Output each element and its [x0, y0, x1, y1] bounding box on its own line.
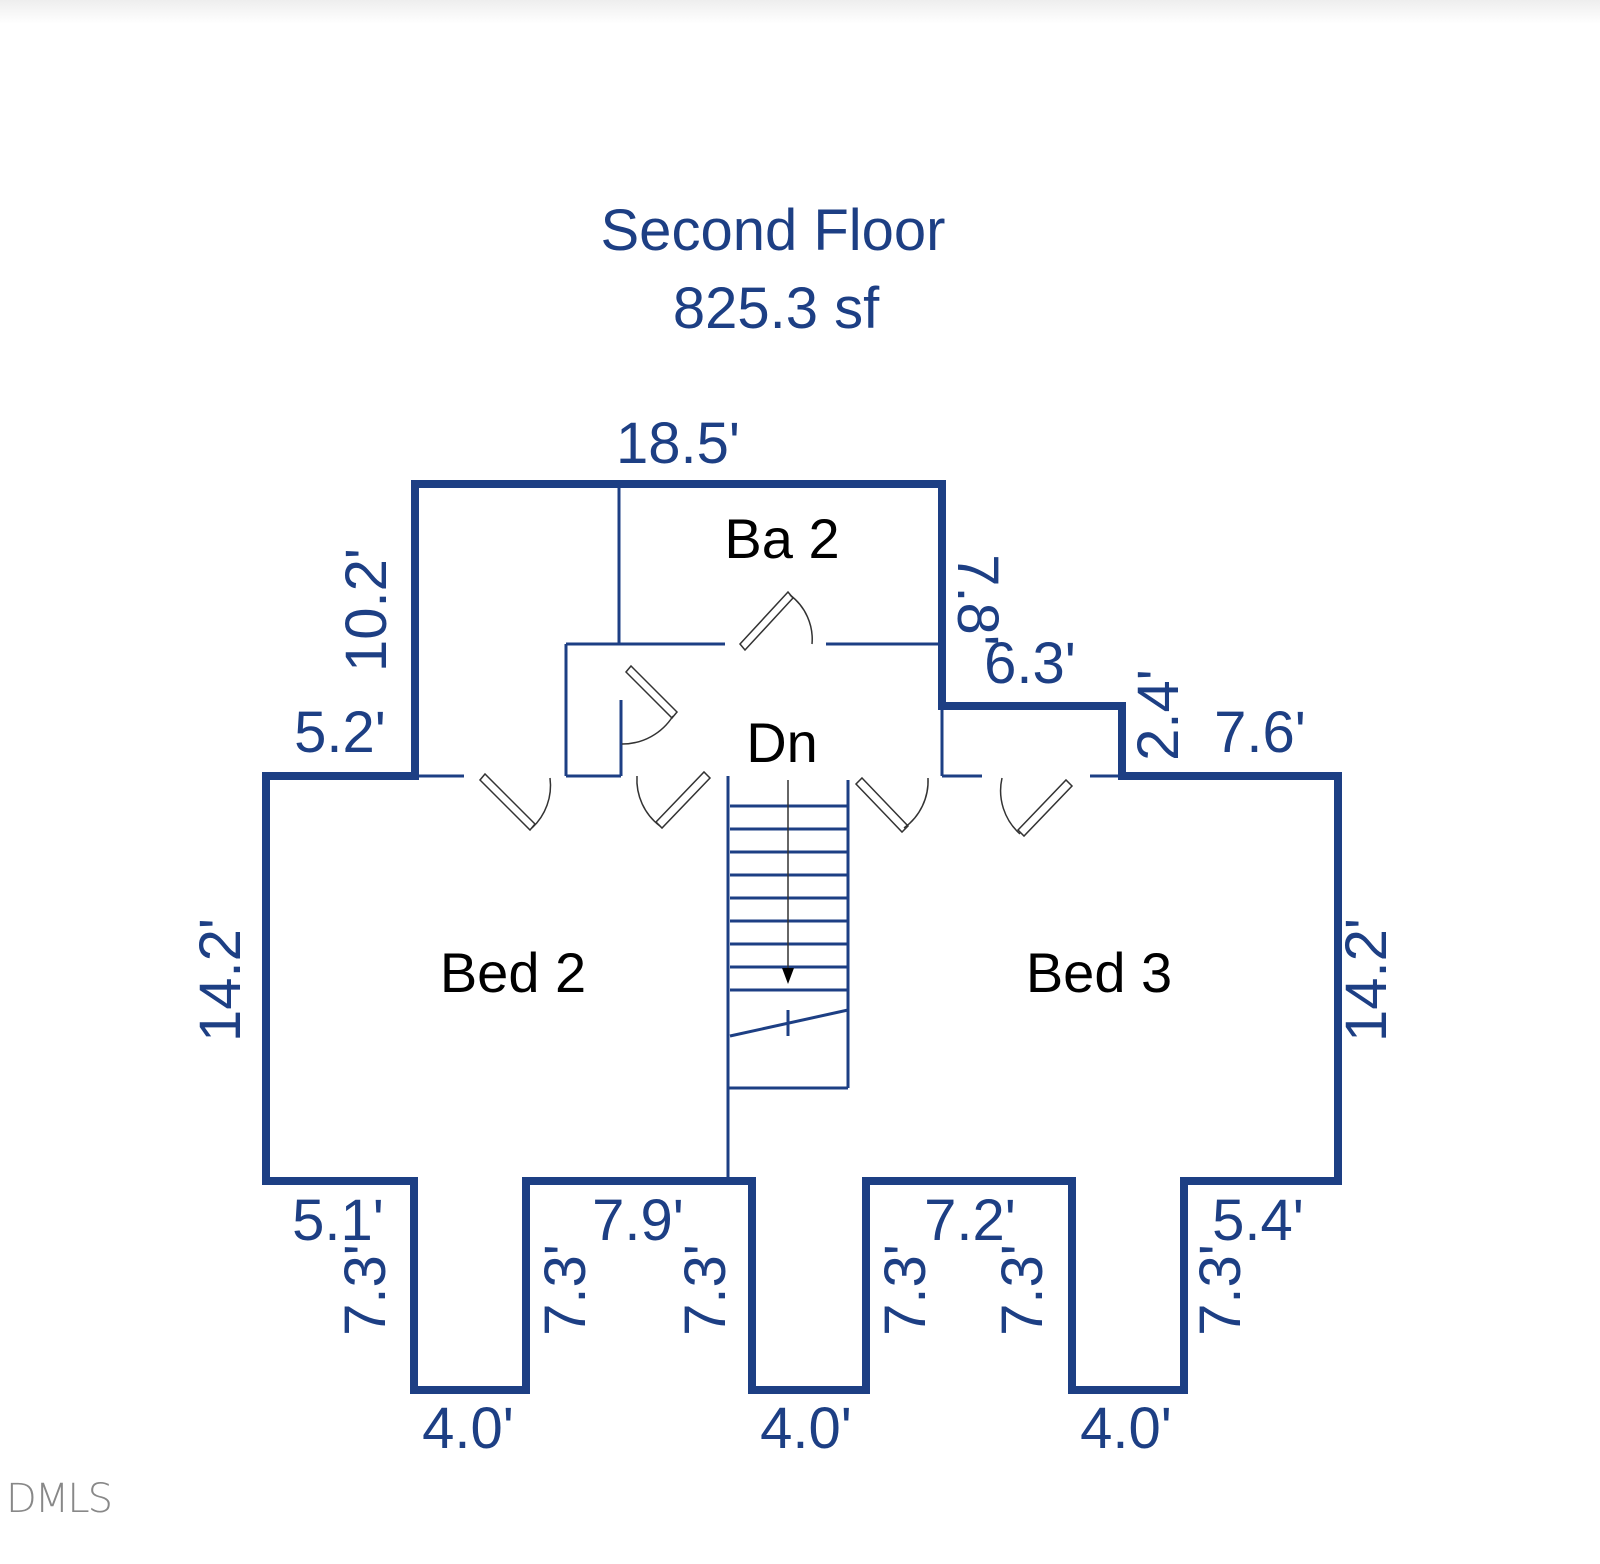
dim-bump-width-1: 4.0': [422, 1396, 514, 1461]
door-hall-closet: [1016, 778, 1074, 838]
dimension-labels: 18.5' 10.2' 5.2' 7.8' 6.3' 2.4' 7.6' 14.…: [188, 411, 1399, 1461]
door-bath-swing: [789, 594, 813, 645]
top-gradient: [0, 0, 1600, 24]
dim-bump-depth-2: 7.3': [533, 1244, 598, 1336]
interior-walls: [415, 484, 1122, 1181]
dim-left-upper: 10.2': [334, 548, 399, 672]
exterior-walls: [262, 480, 1342, 1394]
dim-bottom-right-ledge: 5.4': [1212, 1188, 1304, 1253]
dim-bump-depth-6: 7.3': [1188, 1244, 1253, 1336]
door-bed2-swing: [531, 777, 552, 829]
dim-bottom-left-ledge: 5.1': [292, 1188, 384, 1253]
doors: [478, 590, 1074, 838]
dim-right-step: 6.3': [984, 631, 1076, 696]
dim-right-upper: 7.8': [945, 554, 1010, 646]
dim-right-side: 14.2': [1334, 918, 1399, 1042]
floor-area: 825.3 sf: [673, 276, 880, 341]
door-bed2: [478, 772, 537, 832]
room-label-bed2: Bed 2: [440, 941, 586, 1004]
dim-right-step-height: 2.4': [1126, 669, 1191, 761]
dim-left-side: 14.2': [188, 918, 253, 1042]
room-label-bed3: Bed 3: [1026, 941, 1172, 1004]
dim-bump-depth-5: 7.3': [990, 1244, 1055, 1336]
door-closet: [624, 664, 679, 720]
dim-bump-depth-4: 7.3': [873, 1244, 938, 1336]
dim-bottom-mid-left-ledge: 7.9': [592, 1188, 684, 1253]
door-bed3: [854, 776, 910, 834]
dim-left-ledge: 5.2': [294, 700, 386, 765]
door-closet-swing: [621, 715, 674, 745]
exterior-wall-outline: [262, 480, 1342, 1394]
floor-title: Second Floor: [601, 198, 946, 263]
stairs: [729, 780, 849, 1038]
dim-bump-depth-1: 7.3': [333, 1244, 398, 1336]
dim-right-ledge: 7.6': [1214, 700, 1306, 765]
dim-bump-width-3: 4.0': [1080, 1396, 1172, 1461]
room-label-down: Dn: [746, 711, 818, 774]
dim-bump-depth-3: 7.3': [673, 1244, 738, 1336]
door-bath: [739, 590, 794, 652]
door-bed3-swing: [903, 777, 929, 829]
door-bed2-b-swing: [636, 775, 661, 827]
room-label-bath: Ba 2: [724, 507, 839, 570]
dim-top-width: 18.5': [616, 411, 740, 476]
dim-bottom-mid-right-ledge: 7.2': [924, 1188, 1016, 1253]
door-bed2-b: [654, 770, 712, 830]
door-hall-closet-swing: [999, 777, 1021, 835]
dim-bump-width-2: 4.0': [760, 1396, 852, 1461]
watermark: DMLS: [6, 1476, 111, 1522]
